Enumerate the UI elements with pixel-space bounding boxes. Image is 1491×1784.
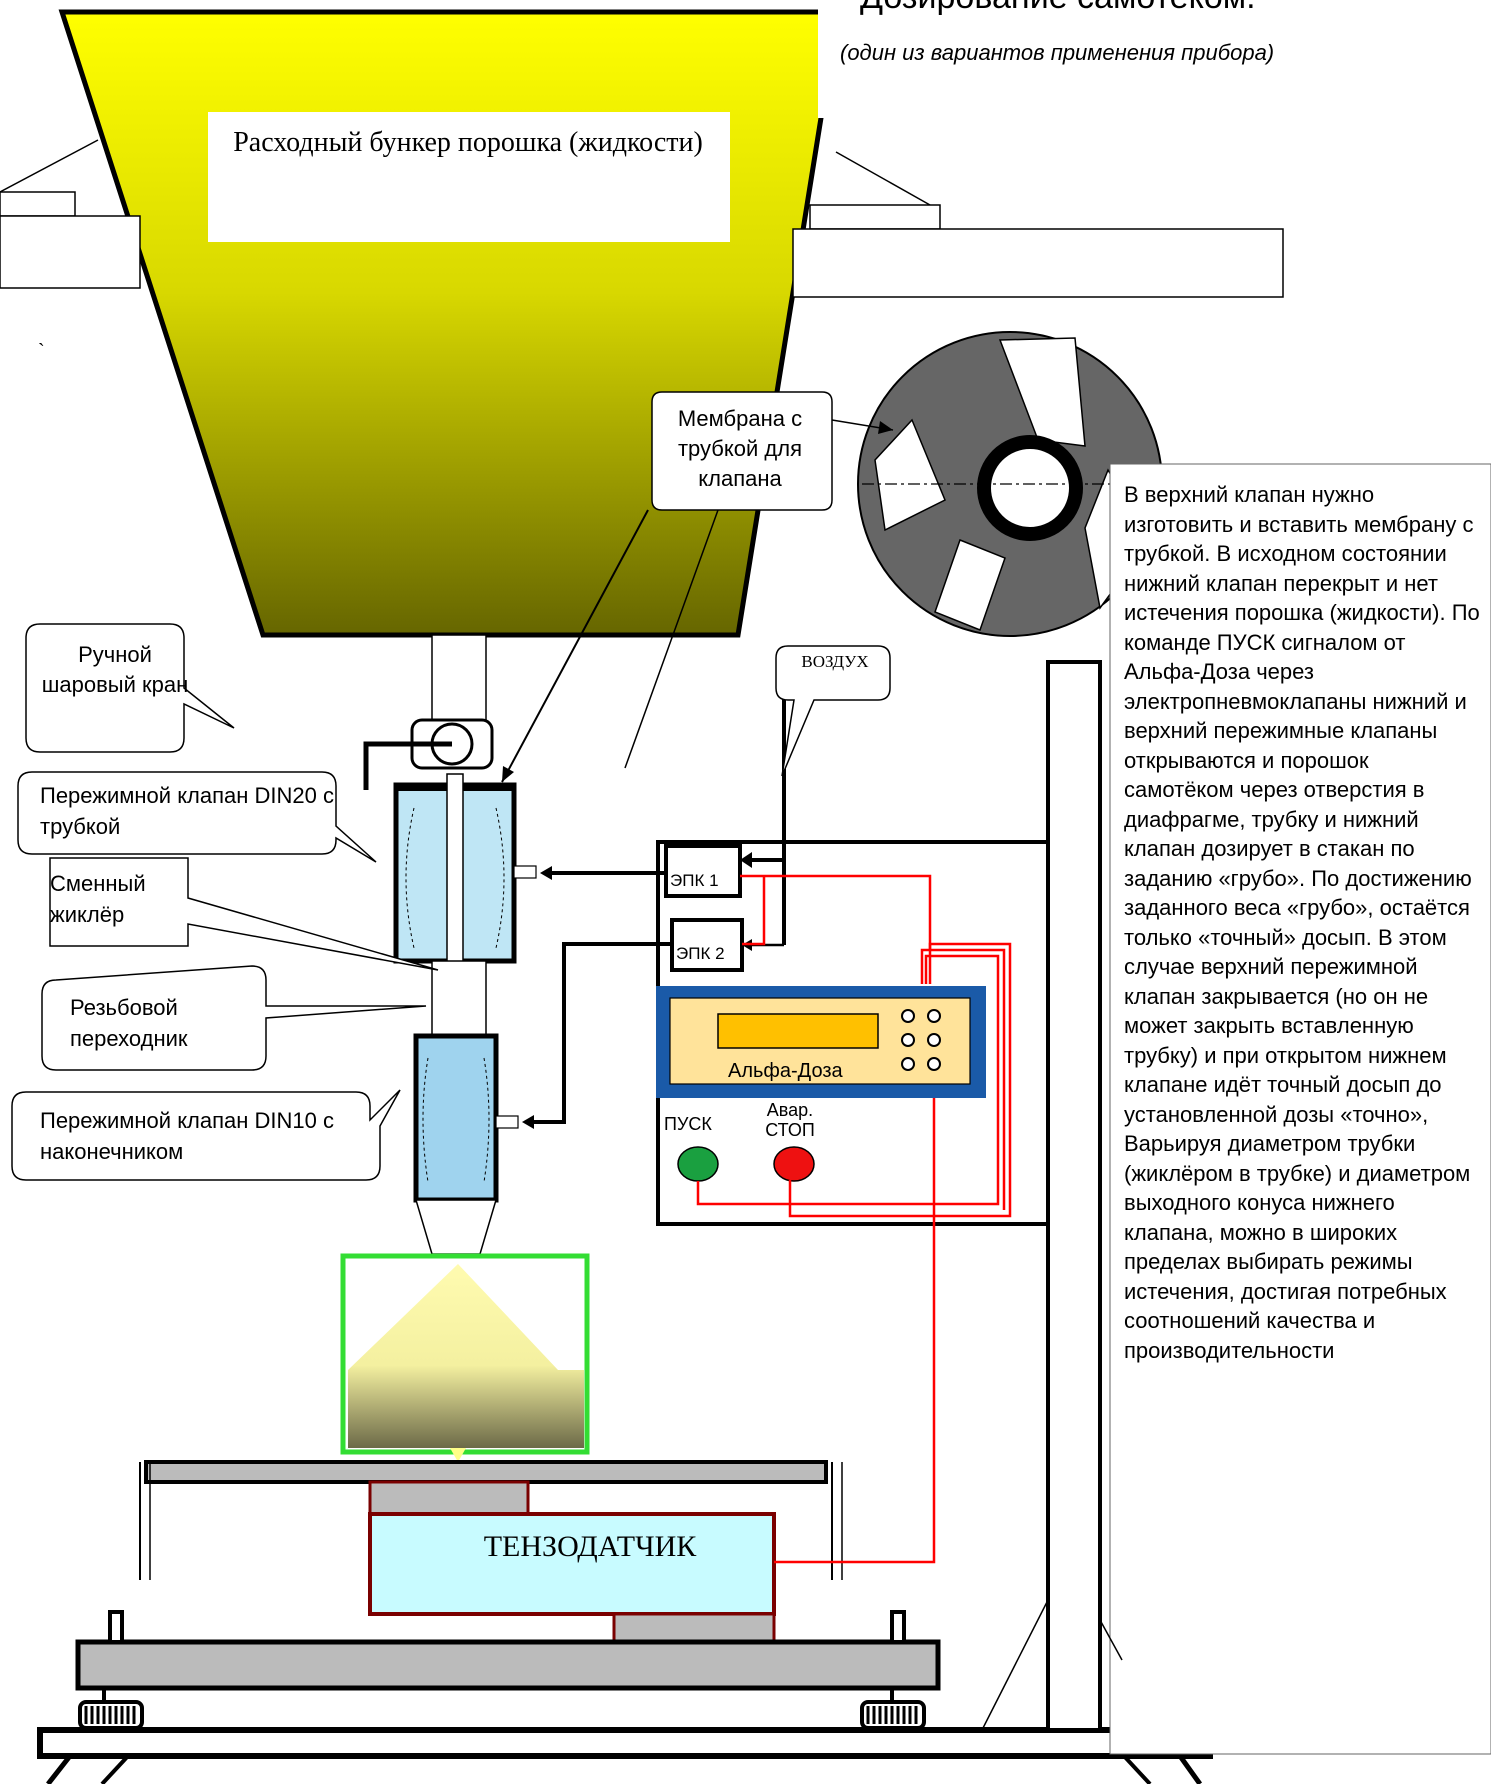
base-plate bbox=[75, 1639, 941, 1691]
air-callout bbox=[775, 645, 891, 777]
hopper-label: Расходный бункер порошка (жидкости) bbox=[233, 127, 703, 158]
floor-frame bbox=[37, 1727, 1213, 1759]
adapter-callout bbox=[41, 965, 427, 1071]
din20-callout bbox=[17, 771, 377, 863]
epk1-label: ЭПК 1 bbox=[670, 871, 719, 890]
stand-column bbox=[1046, 660, 1102, 1732]
ball-valve-callout bbox=[25, 623, 235, 753]
epk2-valve bbox=[670, 918, 744, 972]
keypad-buttons bbox=[901, 1009, 941, 1071]
adapter-callout-label: Резьбовой переходник bbox=[70, 995, 188, 1051]
right-support-bracket bbox=[809, 204, 941, 230]
scale-pan bbox=[144, 1460, 828, 1484]
left-support-bracket bbox=[0, 191, 76, 217]
description-text: В верхний клапан нужно изготовить и вста… bbox=[1124, 482, 1480, 1363]
stray-mark: ` bbox=[38, 340, 45, 362]
din20-callout-label: Пережимной клапан DIN20 с трубкой bbox=[40, 783, 335, 839]
din10-valve bbox=[413, 1033, 499, 1203]
air-callout-label: ВОЗДУХ bbox=[801, 652, 869, 671]
membrane-callout-bubble bbox=[651, 391, 833, 511]
start-button bbox=[677, 1146, 719, 1182]
load-cell-label: ТЕНЗОДАТЧИК bbox=[483, 1530, 697, 1563]
outlet-cone bbox=[414, 1199, 498, 1255]
alpha-dose-display bbox=[717, 1013, 879, 1049]
stop-button bbox=[773, 1146, 815, 1182]
description-box bbox=[1109, 463, 1491, 1755]
alpha-dose-label: Альфа-Доза bbox=[728, 1060, 843, 1082]
membrane-callout-label: Мембрана с трубкой для клапана bbox=[677, 406, 803, 491]
epk2-label: ЭПК 2 bbox=[676, 944, 725, 963]
start-label: ПУСК bbox=[664, 1114, 712, 1134]
signal-wires bbox=[696, 874, 1012, 1564]
title-backdrop bbox=[818, 0, 1318, 118]
hopper-label-box bbox=[208, 112, 730, 242]
jet-callout bbox=[49, 857, 439, 971]
jet-callout-label: Сменный жиклёр bbox=[50, 871, 146, 927]
outlet-pipe bbox=[431, 634, 487, 726]
load-cell bbox=[368, 1512, 776, 1616]
left-support-beam bbox=[0, 215, 141, 289]
emergency-stop-label: Авар. СТОП bbox=[765, 1100, 815, 1140]
diagram-subtitle: (один из вариантов применения прибора) bbox=[840, 40, 1275, 65]
threaded-adapter bbox=[431, 960, 487, 1038]
hopper bbox=[58, 9, 841, 638]
diagram-title: Дозирование самотеком. bbox=[860, 0, 1256, 17]
ball-valve-handle bbox=[363, 741, 452, 790]
din10-callout-label: Пережимной клапан DIN10 с наконечником bbox=[40, 1108, 335, 1164]
din10-callout bbox=[11, 1089, 401, 1181]
right-support-beam bbox=[792, 228, 1284, 298]
powder-heap bbox=[348, 1264, 584, 1448]
ball-valve-callout-label: Ручной шаровый кран bbox=[41, 642, 189, 697]
inner-tube bbox=[446, 773, 464, 975]
